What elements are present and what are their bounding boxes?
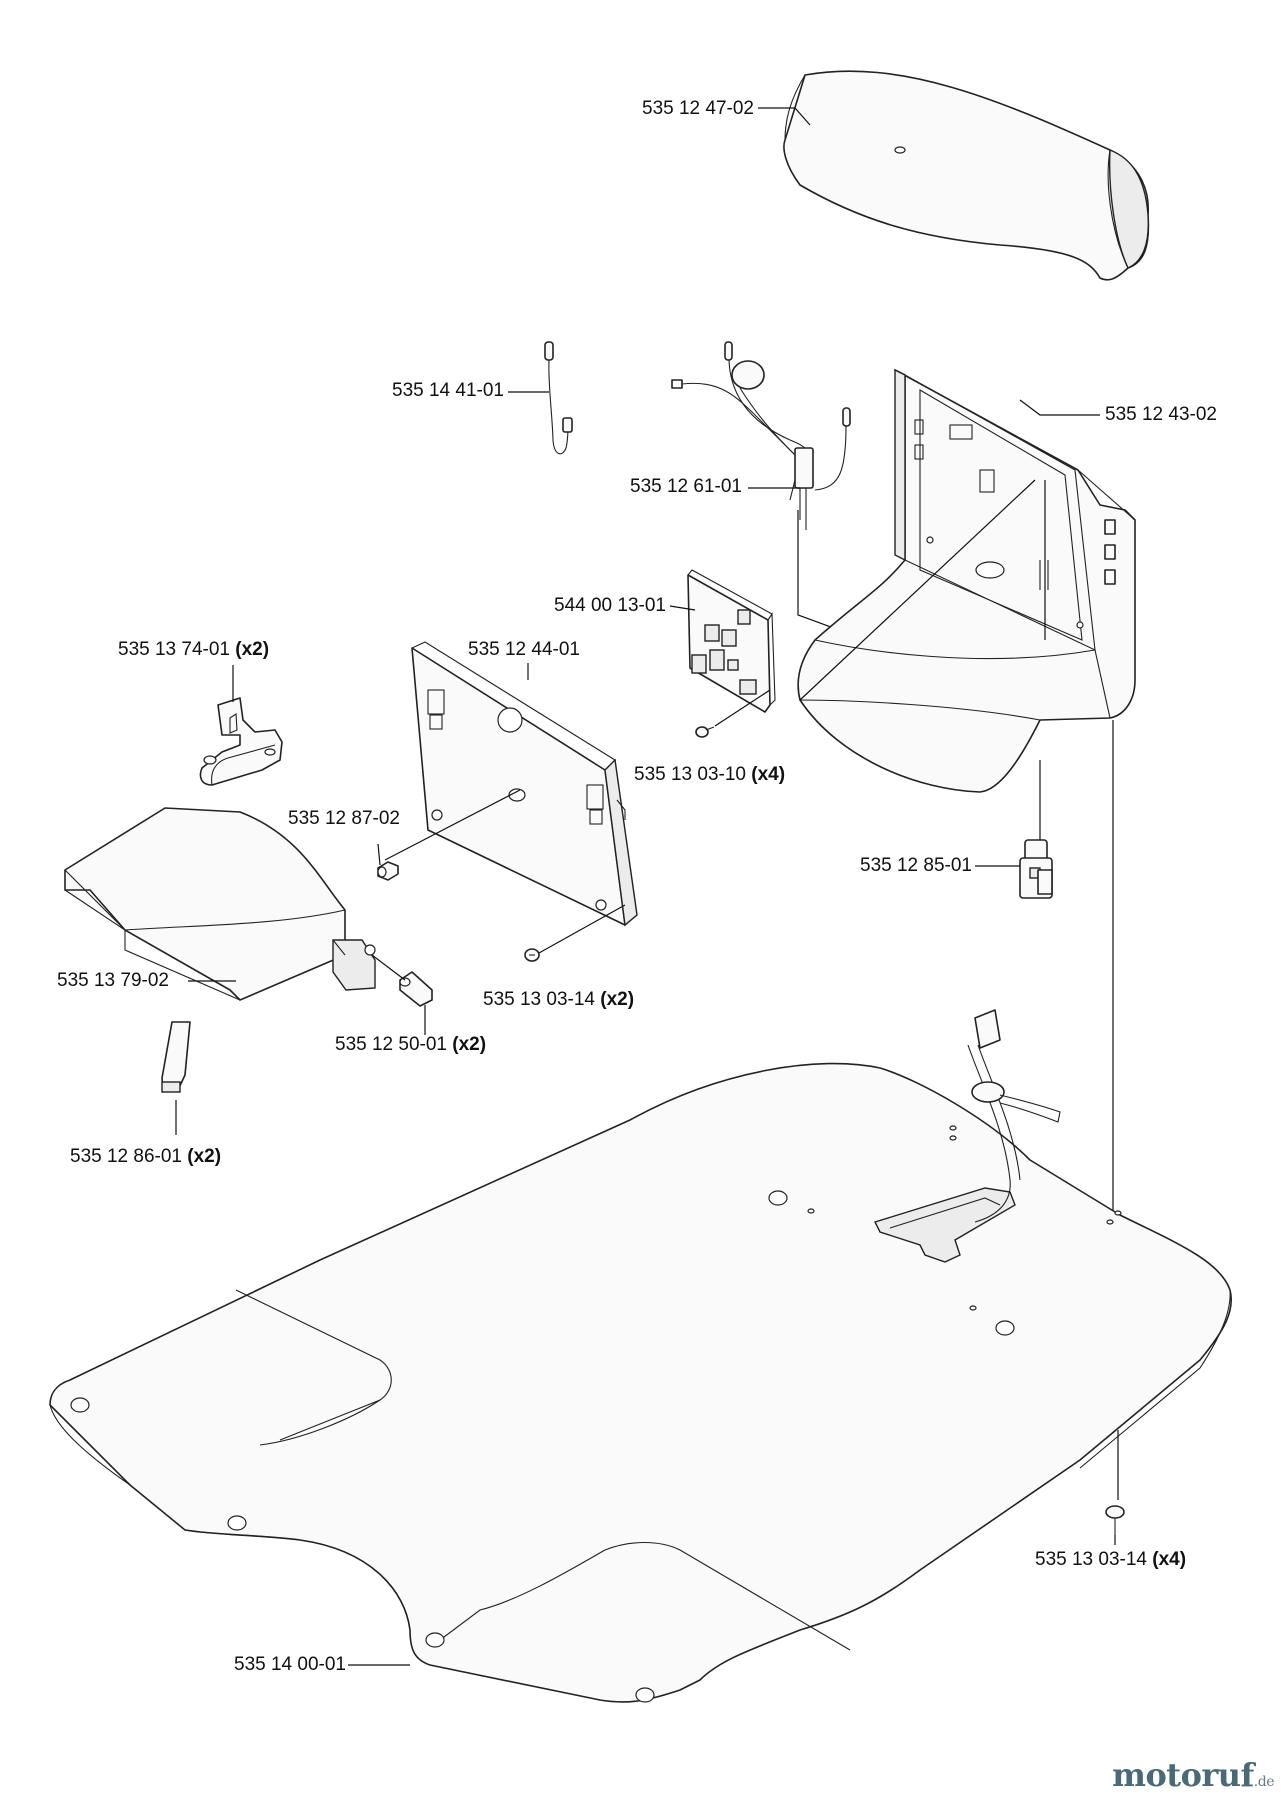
connector-part [1019, 760, 1053, 899]
housing-part [797, 368, 1136, 793]
callout-front-cover: 535 13 79-02 [57, 970, 169, 992]
callout-leaders [175, 107, 1100, 1666]
callout-panel: 535 12 44-01 [468, 639, 580, 661]
board-screw-part [695, 726, 715, 738]
part-number: 535 12 50-01 [335, 1034, 447, 1055]
callout-top-cover: 535 12 47-02 [642, 98, 754, 120]
watermark-text: motoruf [1112, 1756, 1254, 1794]
part-quantity: (x4) [751, 764, 786, 785]
contact-strip-part [161, 1021, 191, 1093]
part-number: 535 14 00-01 [234, 1654, 346, 1675]
part-number: 535 12 86-01 [70, 1146, 182, 1167]
callout-base-screw: 535 13 03-14 (x4) [1035, 1549, 1186, 1571]
part-quantity: (x2) [187, 1146, 222, 1167]
part-quantity: (x4) [1152, 1549, 1187, 1570]
callout-pin: 535 12 87-02 [288, 808, 400, 830]
callout-cable-harness: 535 12 61-01 [630, 476, 742, 498]
part-number: 535 12 44-01 [468, 639, 580, 660]
base-screw-part [1105, 1430, 1125, 1545]
part-number: 535 13 79-02 [57, 970, 169, 991]
panel-screw-part [524, 904, 626, 962]
callout-board-screw: 535 13 03-10 (x4) [634, 764, 785, 786]
part-number: 535 13 03-10 [634, 764, 746, 785]
part-number: 535 12 85-01 [860, 855, 972, 876]
part-quantity: (x2) [235, 639, 270, 660]
part-quantity: (x2) [452, 1034, 487, 1055]
callout-contact-strip: 535 12 86-01 (x2) [70, 1146, 221, 1168]
panel-part [384, 641, 638, 927]
base-plate-part [49, 720, 1232, 1703]
part-quantity: (x2) [600, 989, 635, 1010]
part-number: 535 13 03-14 [1035, 1549, 1147, 1570]
front-cover-part [64, 807, 376, 1001]
callout-circuit-board: 544 00 13-01 [554, 595, 666, 617]
part-number: 535 13 74-01 [118, 639, 230, 660]
callout-panel-screw: 535 13 03-14 (x2) [483, 989, 634, 1011]
spacer-part [371, 954, 433, 1035]
part-number: 535 12 47-02 [642, 98, 754, 119]
clip-part [199, 697, 283, 786]
part-number: 544 00 13-01 [554, 595, 666, 616]
part-number: 535 12 43-02 [1105, 404, 1217, 425]
callout-base-plate: 535 14 00-01 [234, 1654, 346, 1676]
pin-part [377, 861, 399, 881]
watermark-logo: motoruf.de [1112, 1756, 1274, 1794]
callout-sensor-wire: 535 14 41-01 [392, 380, 504, 402]
callout-connector: 535 12 85-01 [860, 855, 972, 877]
top-cover-part [783, 70, 1150, 281]
circuit-board-part [687, 569, 776, 727]
part-number: 535 14 41-01 [392, 380, 504, 401]
part-number: 535 12 87-02 [288, 808, 400, 829]
callout-clip: 535 13 74-01 (x2) [118, 639, 269, 661]
part-number: 535 13 03-14 [483, 989, 595, 1010]
callout-spacer: 535 12 50-01 (x2) [335, 1034, 486, 1056]
sensor-wire-part [544, 341, 573, 455]
watermark-suffix: .de [1253, 1774, 1275, 1790]
part-number: 535 12 61-01 [630, 476, 742, 497]
callout-housing: 535 12 43-02 [1105, 404, 1217, 426]
